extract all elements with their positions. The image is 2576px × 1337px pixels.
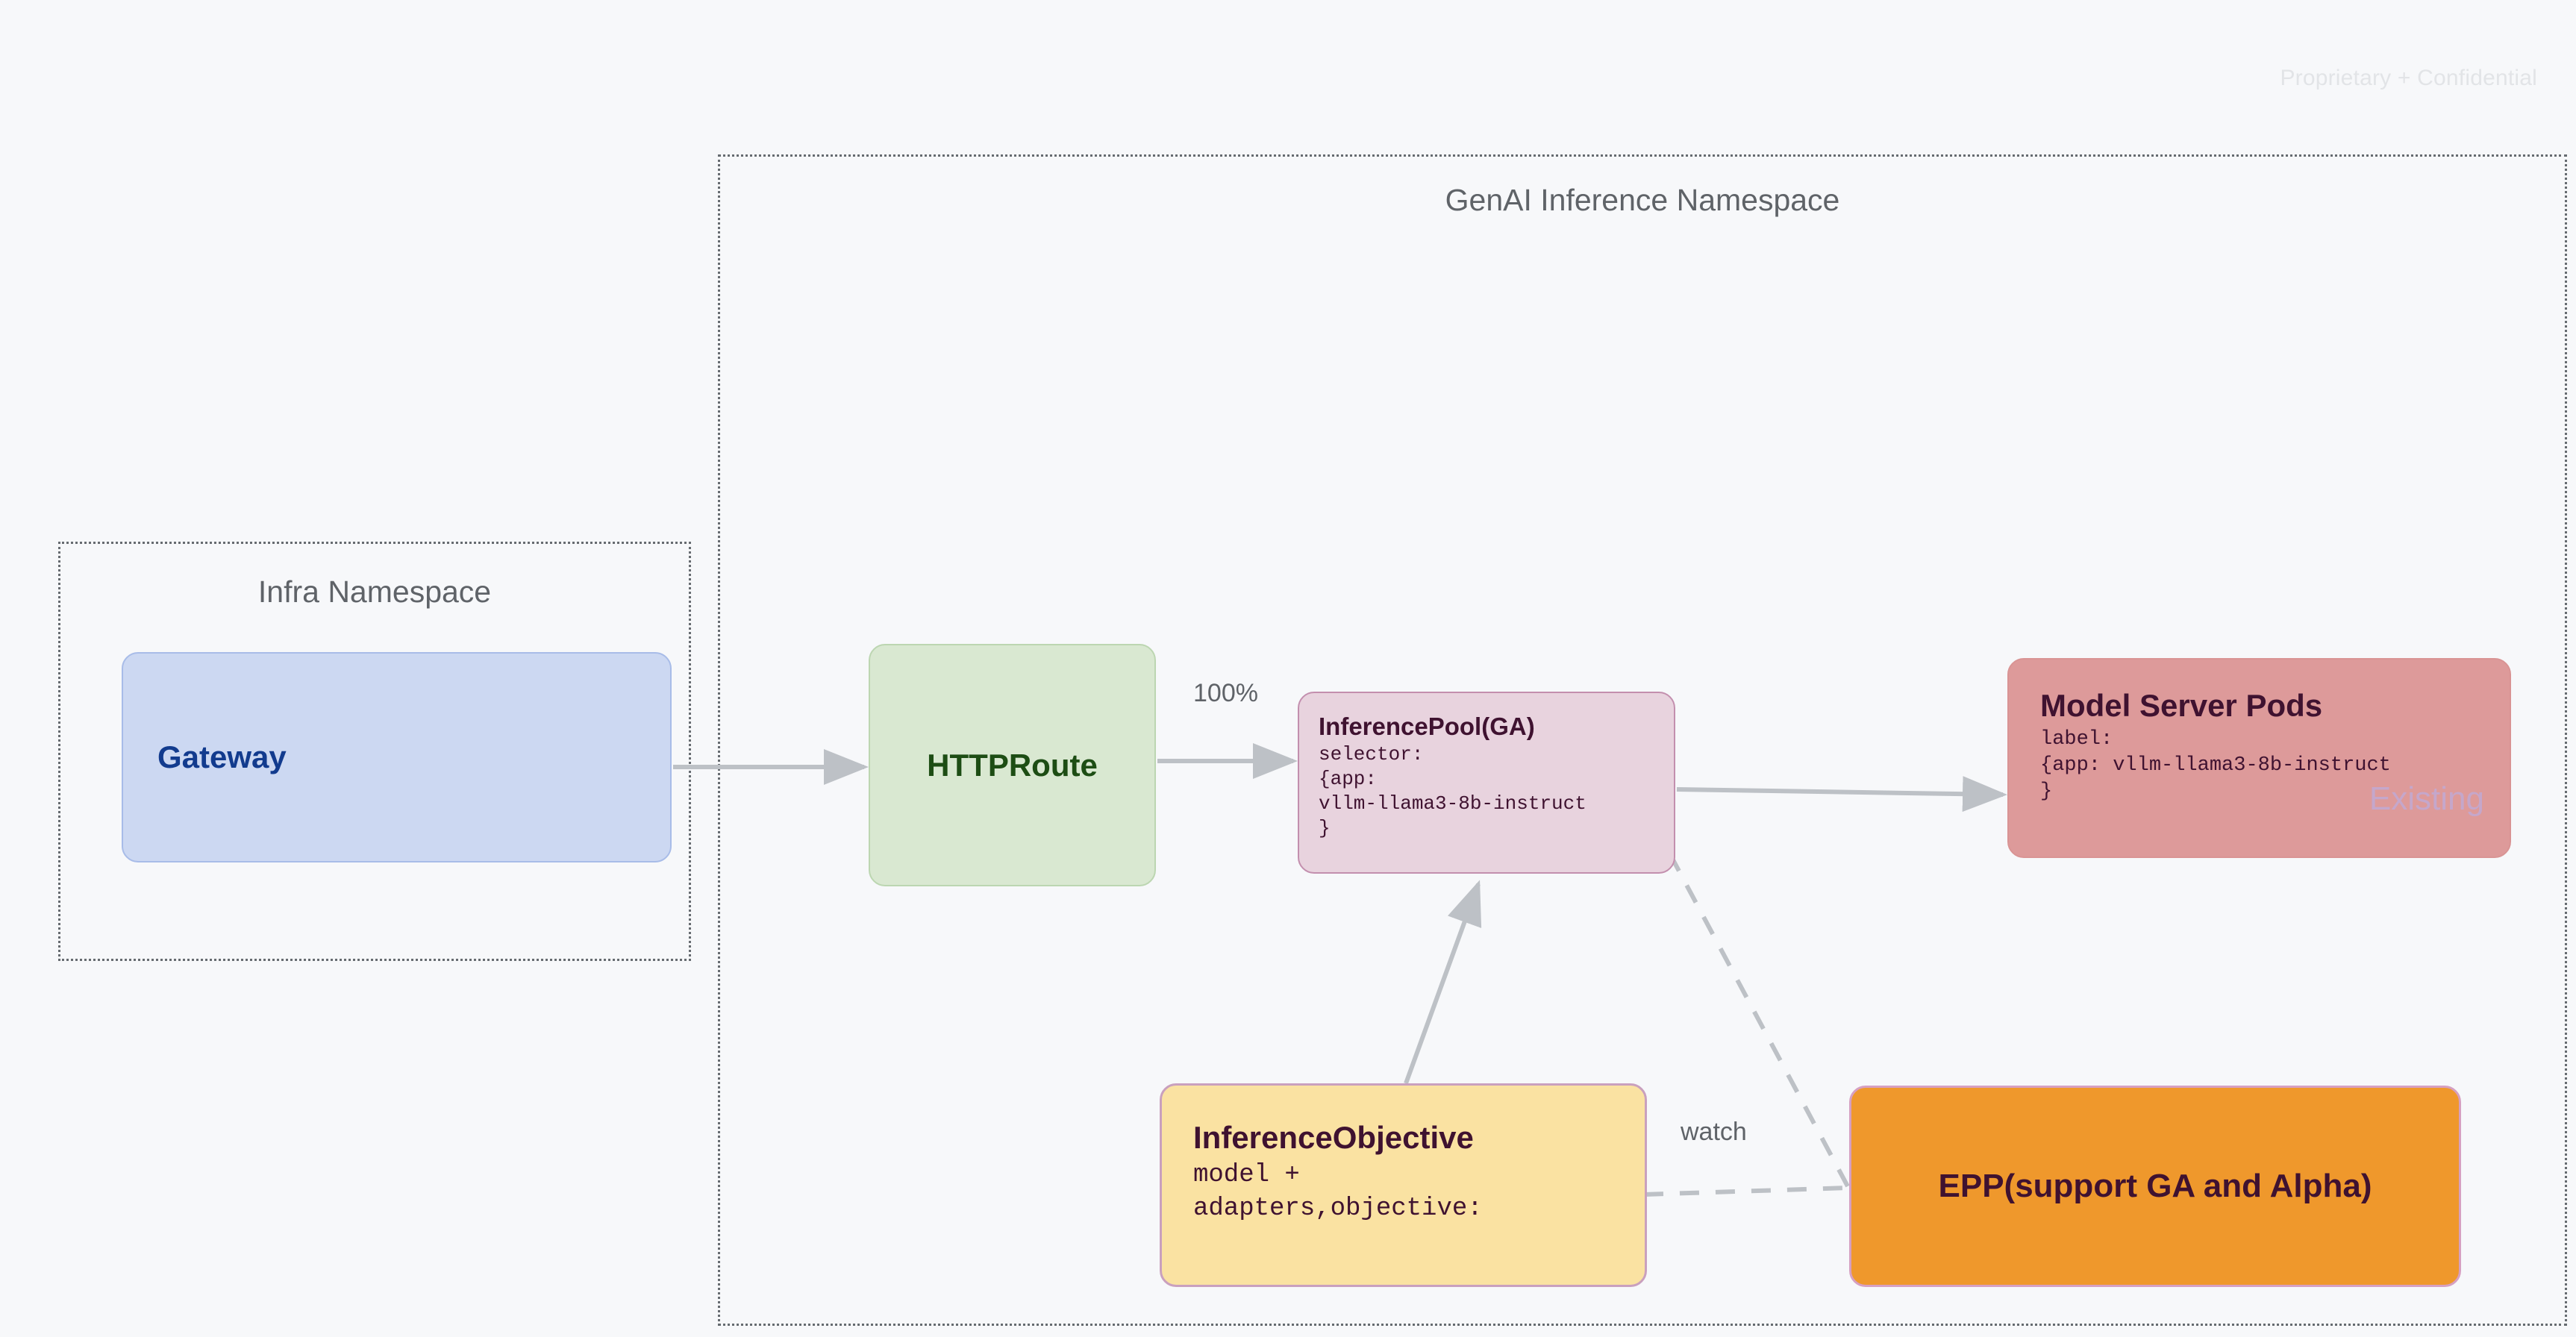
edge-label-traffic-weight: 100%: [1193, 679, 1258, 707]
confidentiality-watermark: Proprietary + Confidential: [2280, 66, 2537, 90]
edge-label-watch: watch: [1681, 1118, 1747, 1146]
node-inferencepool-details: selector: {app: vllm-llama3-8b-instruct …: [1319, 743, 1586, 840]
node-model-server-pods-details: label: {app: vllm-llama3-8b-instruct }: [2040, 728, 2391, 804]
node-httproute[interactable]: HTTPRoute: [869, 644, 1156, 886]
node-inferenceobjective[interactable]: InferenceObjective model + adapters,obje…: [1160, 1083, 1647, 1287]
node-inferenceobjective-details: model + adapters,objective:: [1193, 1161, 1483, 1223]
node-model-server-pods-title: Model Server Pods: [2040, 688, 2323, 723]
infra-namespace-container: [58, 542, 691, 961]
node-model-server-pods-existing-badge: Existing: [2369, 780, 2484, 817]
node-inferencepool[interactable]: InferencePool(GA) selector: {app: vllm-l…: [1298, 692, 1675, 874]
node-gateway-title: Gateway: [157, 739, 287, 774]
node-model-server-pods[interactable]: Model Server Pods label: {app: vllm-llam…: [2007, 658, 2511, 858]
node-epp[interactable]: EPP(support GA and Alpha): [1849, 1086, 2461, 1287]
node-inferenceobjective-title: InferenceObjective: [1193, 1120, 1474, 1155]
node-epp-title: EPP(support GA and Alpha): [1938, 1168, 2372, 1204]
node-inferencepool-title: InferencePool(GA): [1319, 713, 1535, 740]
genai-inference-namespace-container: [718, 154, 2567, 1326]
node-httproute-title: HTTPRoute: [927, 747, 1098, 783]
infra-namespace-title: Infra Namespace: [257, 574, 492, 609]
node-gateway[interactable]: Gateway: [122, 652, 672, 862]
genai-inference-namespace-title: GenAI Inference Namespace: [1445, 183, 1840, 217]
